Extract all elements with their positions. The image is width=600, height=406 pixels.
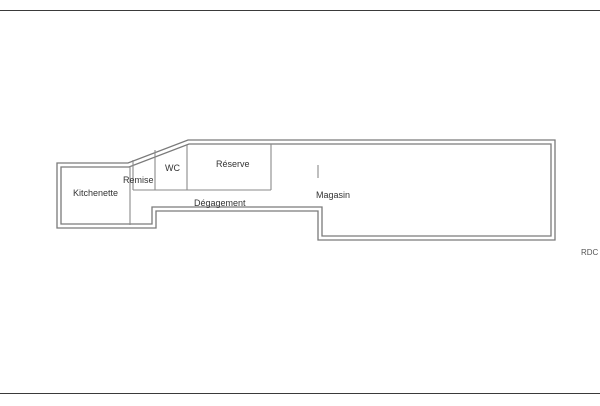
room-label-kitchenette: Kitchenette — [73, 188, 118, 198]
room-label-magasin: Magasin — [316, 190, 350, 200]
room-label-wc: WC — [165, 163, 180, 173]
level-label: RDC — [581, 248, 599, 257]
room-label-degagement: Dégagement — [194, 198, 246, 208]
outer-wall-inner-outline — [60, 143, 552, 237]
room-label-reserve: Réserve — [216, 159, 250, 169]
room-label-remise: Remise — [123, 175, 154, 185]
outer-wall-outline — [56, 139, 556, 241]
top-border-line — [0, 10, 600, 11]
bottom-border-line — [0, 393, 600, 394]
